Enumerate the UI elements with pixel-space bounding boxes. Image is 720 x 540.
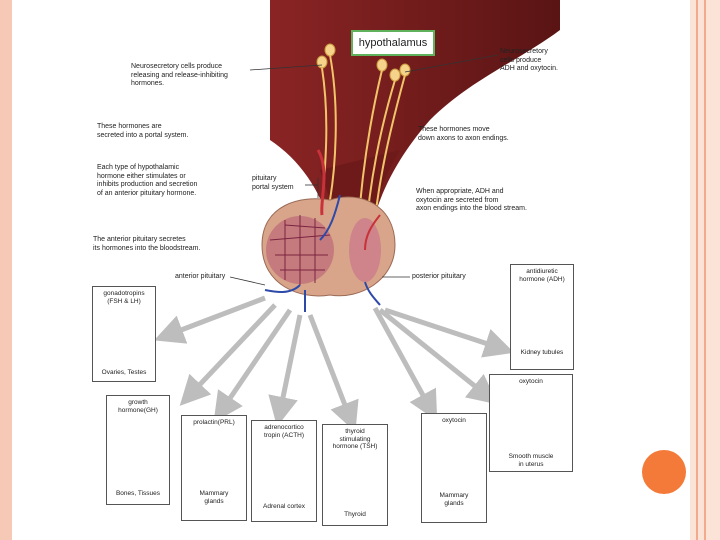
card-hormone-label: adrenocortico tropin (ACTH): [252, 424, 316, 439]
card-hormone-label: thyroid stimulating hormone (TSH): [323, 428, 387, 451]
card-target-label: Thyroid: [323, 511, 387, 519]
card-target-label: Mammary glands: [182, 490, 246, 505]
annotation-anterior-secretes: The anterior pituitary secretes its horm…: [93, 236, 200, 253]
annotation-portal-system: pituitary portal system: [252, 175, 294, 192]
posterior-pituitary-label: posterior pituitary: [412, 273, 466, 282]
card-gonadotropins: gonadotropins (FSH & LH) Ovaries, Testes: [92, 286, 156, 382]
card-growth-hormone: growth hormone(GH) Bones, Tissues: [106, 395, 170, 505]
card-tsh: thyroid stimulating hormone (TSH) Thyroi…: [322, 424, 388, 526]
card-target-label: Adrenal cortex: [252, 503, 316, 511]
card-hormone-label: oxytocin: [422, 417, 486, 425]
slide-accent-dot: [642, 450, 686, 494]
card-hormone-label: oxytocin: [490, 378, 572, 386]
annotation-adh-producers: Neurosecretory cells produce ADH and oxy…: [500, 48, 558, 74]
card-hormone-label: antidiuretic hormone (ADH): [511, 268, 573, 283]
card-prolactin: prolactin(PRL) Mammary glands: [181, 415, 247, 521]
card-oxytocin-uterus: oxytocin Smooth muscle in uterus: [489, 374, 573, 472]
annotation-portal-secreted: These hormones are secreted into a porta…: [97, 123, 188, 140]
hypothalamus-label: hypothalamus: [351, 30, 435, 56]
card-adh: antidiuretic hormone (ADH) Kidney tubule…: [510, 264, 574, 370]
annotation-each-type: Each type of hypothalamic hormone either…: [97, 164, 197, 198]
anterior-pituitary-label: anterior pituitary: [175, 273, 225, 282]
annotation-move-down-axons: These hormones move down axons to axon e…: [418, 126, 509, 143]
card-target-label: Bones, Tissues: [107, 490, 169, 498]
card-oxytocin-mammary: oxytocin Mammary glands: [421, 413, 487, 523]
card-hormone-label: gonadotropins (FSH & LH): [93, 290, 155, 305]
card-target-label: Ovaries, Testes: [93, 369, 155, 377]
card-acth: adrenocortico tropin (ACTH) Adrenal cort…: [251, 420, 317, 522]
card-target-label: Mammary glands: [422, 492, 486, 507]
hormone-arrows: [168, 298, 500, 418]
annotation-when-appropriate: When appropriate, ADH and oxytocin are s…: [416, 188, 527, 214]
card-hormone-label: growth hormone(GH): [107, 399, 169, 414]
card-target-label: Kidney tubules: [511, 349, 573, 357]
annotation-releasing-hormones: Neurosecretory cells produce releasing a…: [131, 63, 228, 89]
card-hormone-label: prolactin(PRL): [182, 419, 246, 427]
card-target-label: Smooth muscle in uterus: [490, 453, 572, 468]
